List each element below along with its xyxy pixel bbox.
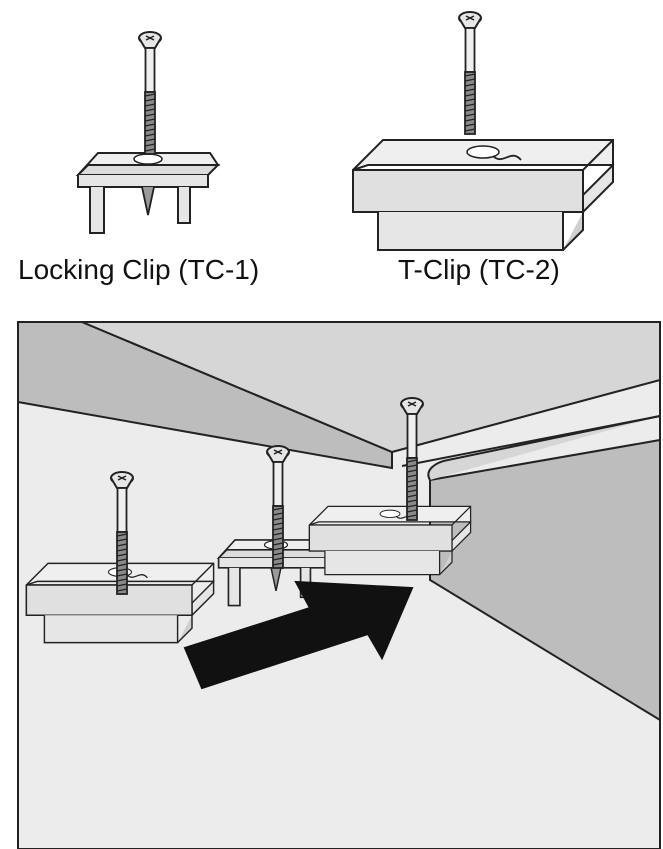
locking-clip-caption: Locking Clip (TC-1)	[18, 254, 260, 285]
t-clip-icon	[352, 11, 614, 251]
installation-scene	[17, 321, 661, 849]
locking-clip-icon	[77, 31, 219, 234]
direction-arrow-icon	[183, 580, 414, 690]
t-clip-caption: T-Clip (TC-2)	[398, 254, 560, 285]
